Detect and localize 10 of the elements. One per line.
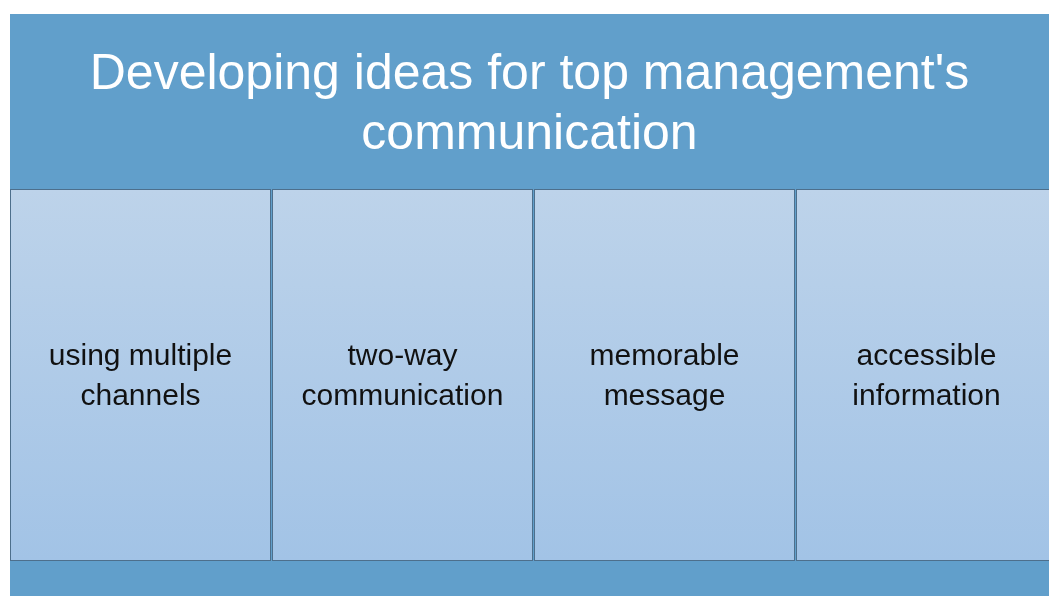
heading: Developing ideas for top management's communication	[88, 43, 971, 162]
column-box	[10, 189, 271, 561]
column-label: accessible information	[851, 337, 1002, 413]
column-label: using multiple channels	[47, 337, 234, 413]
column-label: two-way communication	[300, 337, 505, 413]
column-box	[796, 189, 1049, 561]
header-panel	[10, 14, 1049, 596]
column-box	[272, 189, 533, 561]
column-label: memorable message	[588, 337, 741, 413]
column-box	[534, 189, 795, 561]
